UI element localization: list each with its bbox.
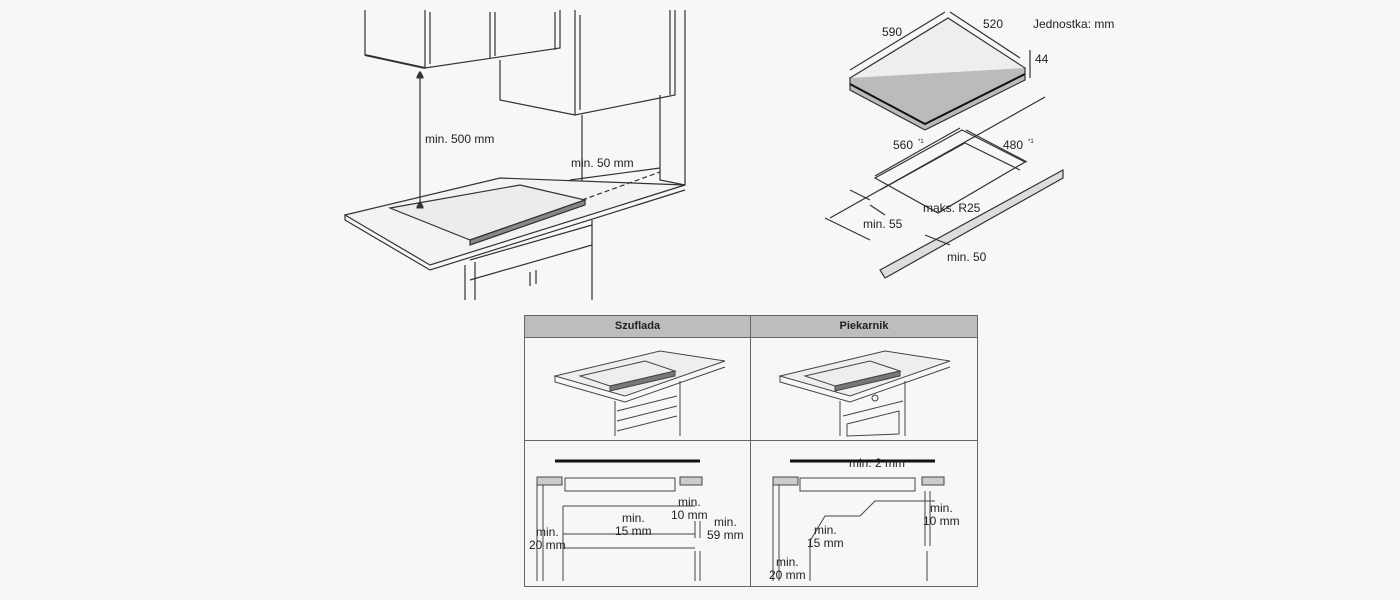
label-line: 20 mm [769,568,806,582]
cutout-depth-label: 480 [1003,138,1024,152]
label-line: 20 mm [529,538,566,552]
drawer-back-gap: min.10 mm [671,496,708,522]
label-line: 59 mm [707,528,744,542]
drawer-illustration [536,350,726,581]
installation-table: Szuflada Piekarnik min.20 mm min.15 mm m… [524,315,978,587]
hob-dimension-illustration [824,11,1064,279]
oven-under-gap: min.15 mm [807,524,844,550]
radius-label: maks. R25 [923,201,981,215]
oven-back-gap: min.10 mm [923,502,960,528]
label-line: min. [622,511,645,525]
rear-margin-label: min. 50 [947,250,987,264]
label-line: 15 mm [807,536,844,550]
column-divider [750,316,751,586]
label-line: min. [714,515,737,529]
oven-top-gap: min. 2 mm [849,456,906,470]
width-label: 590 [882,25,903,39]
label-line: 15 mm [615,524,652,538]
drawer-depth-gap: min.59 mm [707,516,744,542]
row-divider [525,440,977,441]
table-illustrations [536,350,951,581]
min-height-label: min. 500 mm [425,132,495,146]
oven-illustration [772,350,951,581]
label-line: min. [536,525,559,539]
label-line: min. [678,495,701,509]
label-line: min. [814,523,837,537]
label-line: 10 mm [923,514,960,528]
footnote-mark: *1 [1028,139,1034,145]
kitchen-installation-illustration [343,10,686,300]
label-line: min. [930,501,953,515]
depth-label: 520 [983,17,1004,31]
unit-label: Jednostka: mm [1033,17,1115,31]
height-label: 44 [1035,52,1049,66]
drawer-under-gap: min.15 mm [615,512,652,538]
header-oven: Piekarnik [751,316,977,338]
label-line: min. [776,555,799,569]
oven-side-gap: min.20 mm [769,556,806,582]
front-margin-label: min. 55 [863,217,903,231]
drawer-side-gap: min.20 mm [529,526,566,552]
label-line: 10 mm [671,508,708,522]
footnote-mark: *1 [918,139,924,145]
wall-gap-label: min. 50 mm [571,156,634,170]
cutout-width-label: 560 [893,138,914,152]
